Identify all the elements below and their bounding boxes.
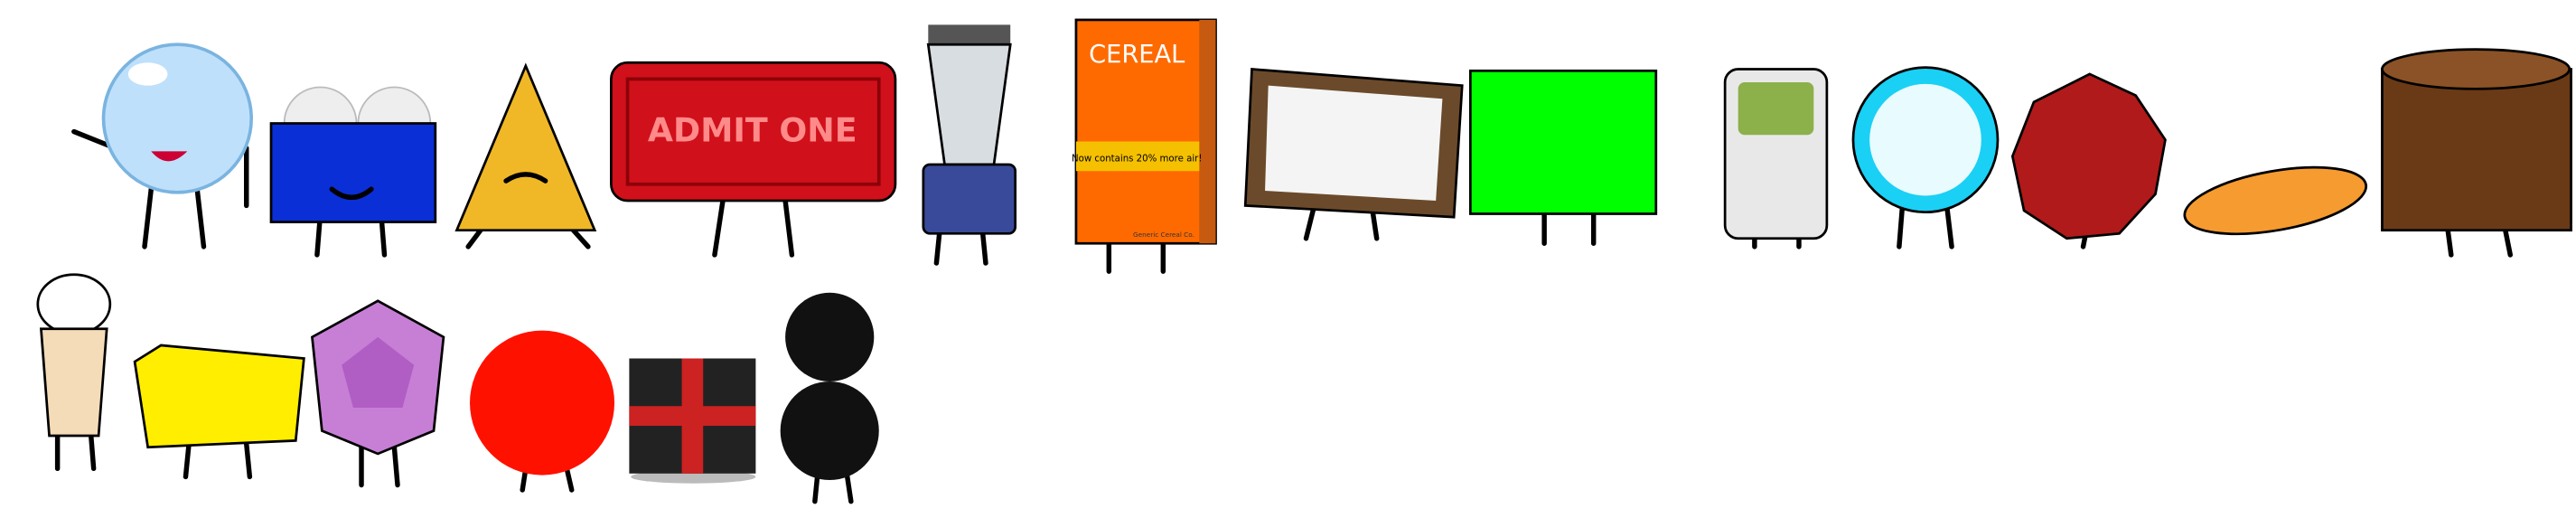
cereal-brand: Generic Cereal Co. — [1133, 231, 1194, 239]
nacho-character — [454, 62, 597, 250]
blue-toaster-character — [269, 86, 437, 258]
present-character — [629, 358, 756, 484]
brown-cylinder-character — [2381, 48, 2572, 258]
skateboard-character — [2183, 165, 2368, 236]
red-gear-character — [2010, 72, 2167, 250]
cereal-title: CEREAL — [1089, 41, 1185, 69]
fan-disc-character — [1851, 66, 2000, 250]
red-ball-character — [470, 330, 615, 493]
cereal-box-character: CEREAL Now contains 20% more air! Generi… — [1072, 18, 1217, 274]
ticket-label: ADMIT ONE — [648, 110, 857, 149]
admit-one-ticket-character: ADMIT ONE — [610, 61, 897, 258]
blender-character — [922, 24, 1017, 266]
purple-gem-character — [311, 299, 445, 488]
picture-frame-character — [1243, 68, 1464, 241]
bubble-character — [71, 42, 254, 250]
butter-character — [133, 344, 305, 480]
cereal-banner: Now contains 20% more air! — [1072, 154, 1202, 164]
gray-device-character — [1723, 68, 1829, 250]
green-square-character — [1468, 69, 1658, 246]
black-balls-character — [780, 292, 879, 504]
ice-cream-character — [36, 273, 112, 472]
